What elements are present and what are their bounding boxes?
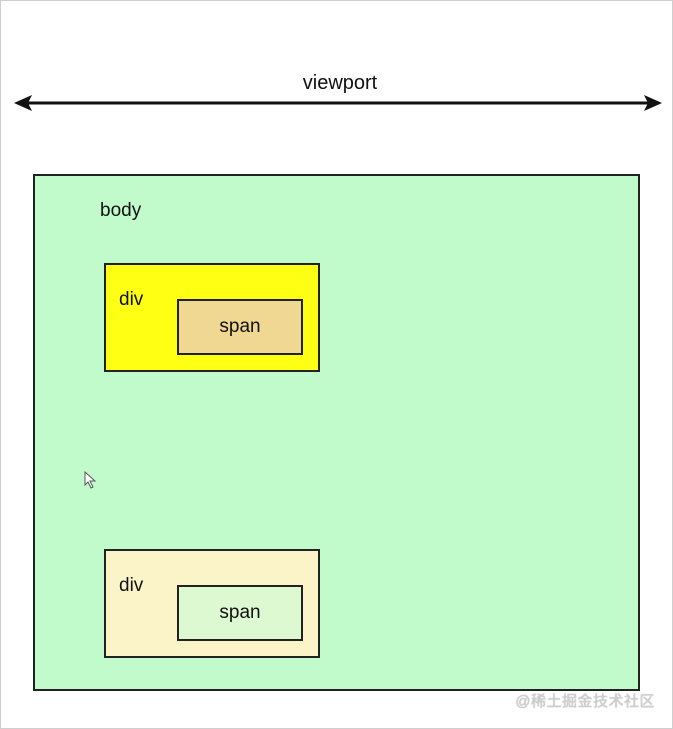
span-box: span xyxy=(177,299,303,355)
watermark: @稀土掘金技术社区 xyxy=(515,693,655,710)
div-label: div xyxy=(119,289,144,310)
span-box: span xyxy=(177,585,303,641)
viewport-label: viewport xyxy=(302,72,378,94)
mouse-cursor-icon xyxy=(84,471,96,489)
viewport-arrow xyxy=(14,95,662,111)
div-box-faded: div span xyxy=(104,549,320,658)
div-box-highlighted: div span xyxy=(104,263,320,372)
body-label: body xyxy=(100,200,142,221)
div-label: div xyxy=(119,575,144,596)
